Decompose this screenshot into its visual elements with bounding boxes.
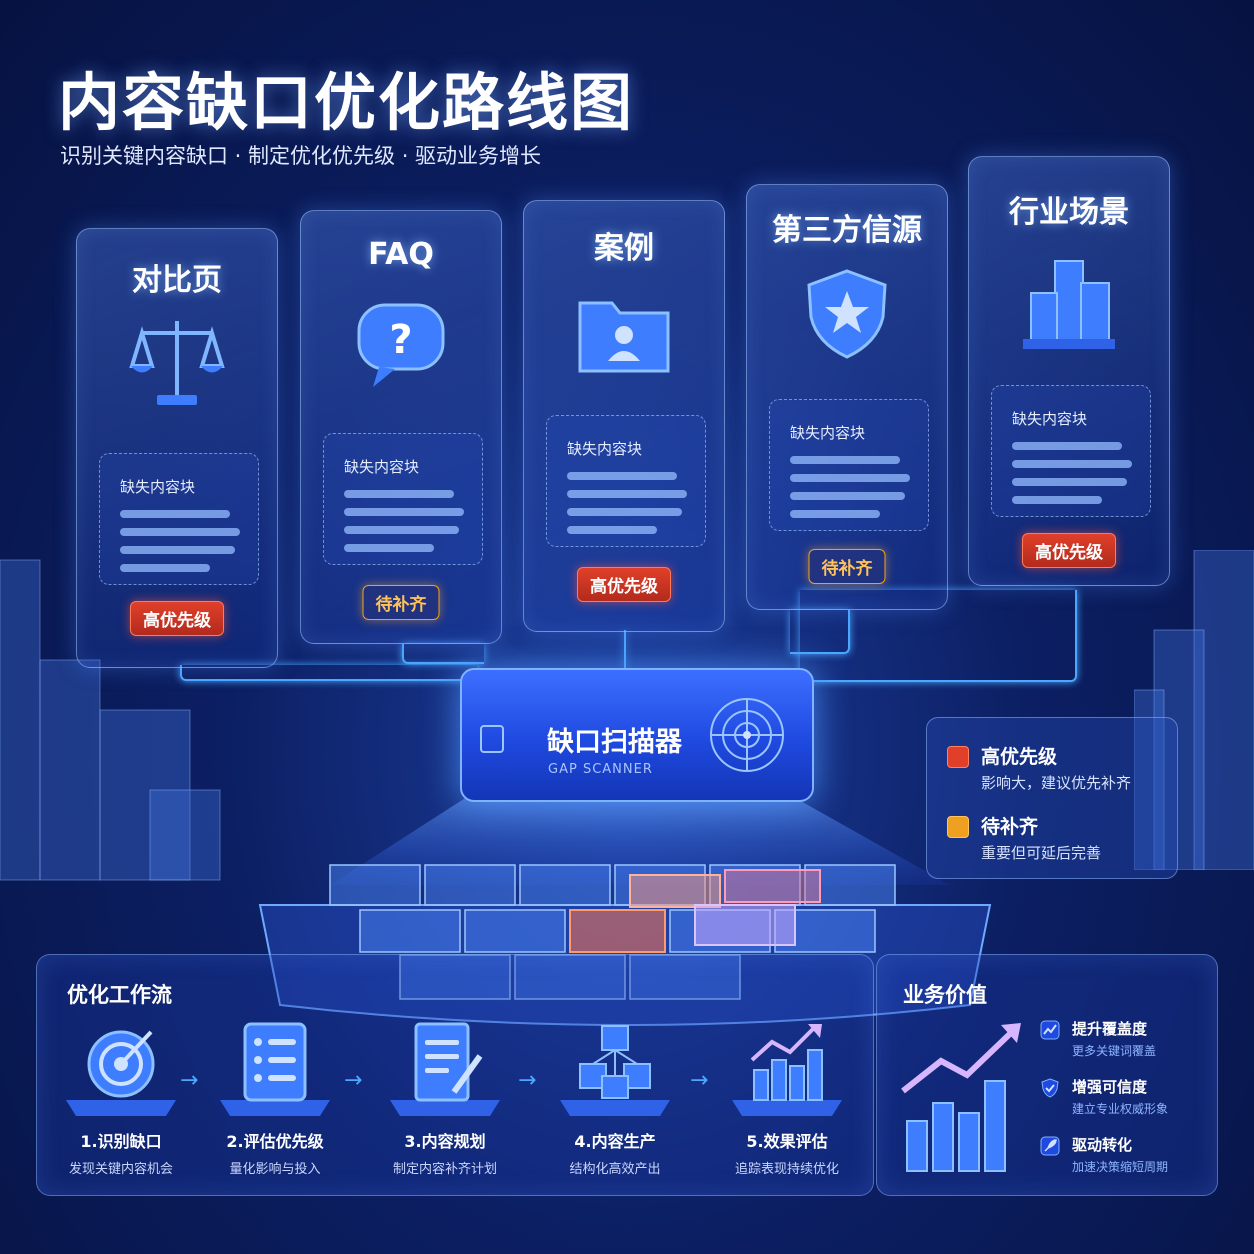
workflow-step-5[interactable]: 5.效果评估 追踪表现持续优化 — [712, 1020, 862, 1177]
scanner-subtitle: GAP SCANNER — [548, 762, 653, 777]
arrow-right-icon: → — [344, 1068, 363, 1093]
priority-legend: 高优先级 影响大，建议优先补齐 待补齐 重要但可延后完善 — [926, 717, 1178, 879]
scanner-port-icon — [480, 725, 504, 753]
card-faq[interactable]: FAQ ? 缺失内容块 待补齐 — [300, 210, 502, 644]
growth-bars-icon — [901, 1023, 1021, 1172]
missing-content-block: 缺失内容块 — [991, 385, 1151, 517]
workflow-step-3[interactable]: 3.内容规划 制定内容补齐计划 — [370, 1020, 520, 1177]
pending-icon — [947, 816, 969, 838]
left-blocks-decoration — [0, 559, 221, 881]
question-bubble-icon: ? — [357, 303, 445, 387]
scanner-title: 缺口扫描器 — [547, 727, 682, 758]
priority-badge: 待补齐 — [808, 549, 886, 584]
workflow-step-4[interactable]: 4.内容生产 结构化高效产出 — [540, 1020, 690, 1177]
priority-badge: 高优先级 — [130, 601, 224, 636]
scales-icon — [129, 321, 225, 405]
svg-text:?: ? — [389, 317, 412, 363]
connector-line — [790, 610, 850, 654]
card-title: 第三方信源 — [772, 213, 922, 248]
card-title: 行业场景 — [1009, 195, 1129, 230]
scan-platform — [258, 795, 992, 1026]
priority-badge: 待补齐 — [362, 585, 440, 620]
card-case[interactable]: 案例 缺失内容块 高优先级 — [523, 200, 725, 632]
card-industry-scenario[interactable]: 行业场景 缺失内容块 高优先级 — [968, 156, 1170, 586]
gap-scanner[interactable]: 缺口扫描器 GAP SCANNER — [460, 668, 814, 802]
shield-check-icon — [1041, 1078, 1059, 1098]
card-title: FAQ — [368, 237, 434, 272]
target-icon — [66, 1030, 176, 1116]
card-title: 对比页 — [132, 263, 222, 298]
right-blocks-decoration — [1134, 550, 1254, 870]
rocket-icon — [1040, 1136, 1060, 1156]
case-folder-icon — [578, 301, 670, 373]
missing-content-block: 缺失内容块 — [546, 415, 706, 547]
card-title: 案例 — [594, 231, 654, 266]
connector-line — [800, 590, 1077, 682]
connector-line — [180, 665, 477, 681]
page-title: 内容缺口优化路线图 — [58, 66, 635, 139]
missing-content-block: 缺失内容块 — [99, 453, 259, 585]
arrow-right-icon: → — [690, 1068, 709, 1093]
radar-icon — [710, 698, 784, 772]
priority-badge: 高优先级 — [577, 567, 671, 602]
missing-content-block: 缺失内容块 — [323, 433, 483, 565]
arrow-right-icon: → — [180, 1068, 199, 1093]
business-value-title: 业务价值 — [903, 983, 987, 1007]
document-pen-icon — [390, 1022, 500, 1116]
missing-content-block: 缺失内容块 — [769, 399, 929, 531]
workflow-step-2[interactable]: 2.评估优先级 量化影响与投入 — [200, 1020, 350, 1177]
checklist-icon — [220, 1022, 330, 1116]
business-value-panel: 业务价值 — [876, 954, 1218, 1196]
connector-line — [402, 644, 484, 664]
growth-chart-icon — [732, 1024, 842, 1116]
connector-line — [624, 630, 626, 670]
coverage-icon — [1040, 1020, 1060, 1040]
workflow-title: 优化工作流 — [67, 983, 172, 1007]
card-third-party[interactable]: 第三方信源 缺失内容块 待补齐 — [746, 184, 948, 610]
card-comparison[interactable]: 对比页 缺失内容块 高优先级 — [76, 228, 278, 668]
shield-star-icon — [807, 269, 887, 359]
page-subtitle: 识别关键内容缺口 · 制定优化优先级 · 驱动业务增长 — [60, 144, 542, 168]
cubes-icon — [560, 1025, 670, 1116]
workflow-step-1[interactable]: 1.识别缺口 发现关键内容机会 — [46, 1020, 196, 1177]
arrow-right-icon: → — [518, 1068, 537, 1093]
high-priority-icon — [947, 746, 969, 768]
priority-badge: 高优先级 — [1022, 533, 1116, 568]
buildings-icon — [1023, 260, 1115, 349]
